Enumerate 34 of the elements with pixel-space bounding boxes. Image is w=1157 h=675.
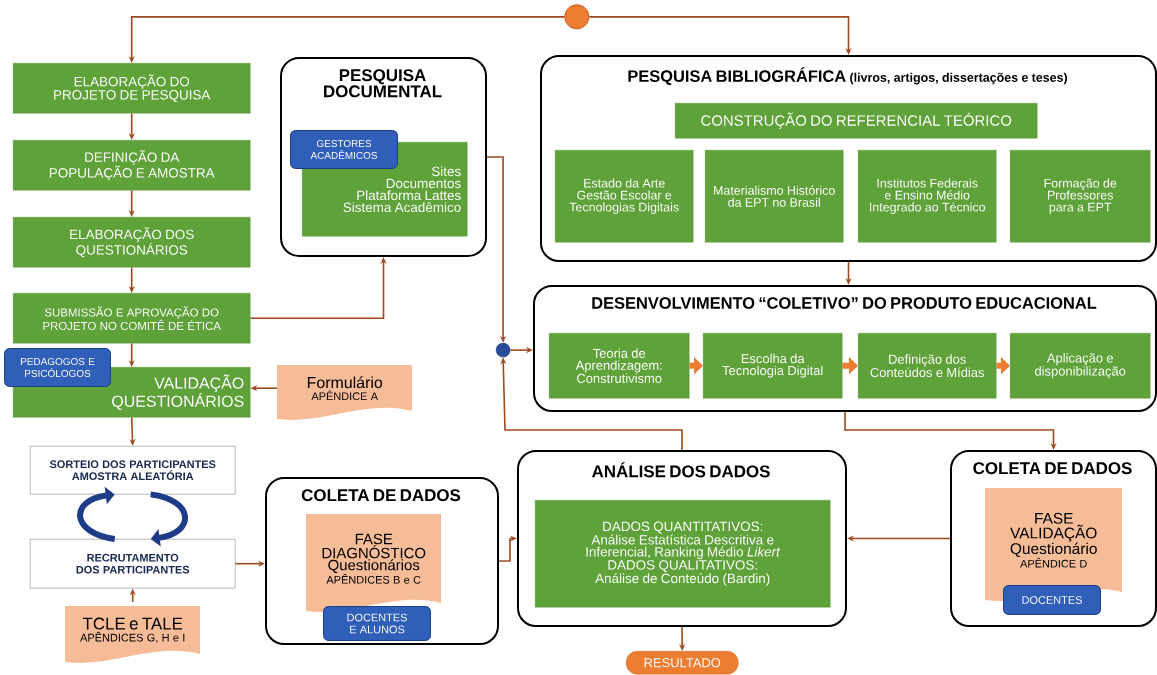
panel-heading: COLETA DE DADOS [301, 489, 461, 502]
panel-heading: DESENVOLVIMENTO “COLETIVO” DO PRODUTO EDUCACIONAL [592, 297, 1097, 309]
panel-heading: PESQUISA DOCUMENTAL [324, 69, 442, 98]
process-box: DEFINIÇÃO DA POPULAÇÃO E AMOSTRA [13, 140, 251, 191]
arrow [679, 626, 686, 651]
process-box: Definição dos Conteúdos e Mídias [858, 333, 997, 399]
panel-heading: PESQUISA BIBLIOGRÁFICA (livros, artigos, dissertações e teses) [628, 67, 1068, 85]
process-box: Teoria de Aprendizagem: Construtivismo [549, 333, 690, 399]
process-box: DADOS QUANTITATIVOS: Análise Estatística Descritiva e Inferencial, Ranking Médio Likert DADOS QUALITATIVOS: Análise de Conteúdo (Bardin) [535, 500, 831, 608]
tag-badge: GESTORES ACADÊMICOS [290, 130, 398, 169]
start-circle [564, 4, 590, 30]
panel-heading: COLETA DE DADOS [973, 462, 1132, 475]
process-box: SORTEIO DOS PARTICIPANTES AMOSTRA ALEATÓRIA [30, 446, 236, 495]
block-arrow [77, 486, 116, 542]
process-box: Escolha da Tecnologia Digital [703, 333, 843, 399]
tag-badge: PEDAGOGOS E PSICÓLOGOS [4, 348, 111, 387]
arrow [844, 411, 1057, 450]
arrow [588, 16, 852, 55]
process-box: Aplicação e disponibilização [1010, 333, 1151, 399]
arrow [498, 535, 517, 562]
process-box: RECRUTAMENTO DOS PARTICIPANTES [30, 539, 236, 589]
process-box: Estado da Arte Gestão Escolar e Tecnologias Digitais [555, 150, 694, 243]
result-terminal: RESULTADO [626, 651, 739, 675]
junction-dot [495, 342, 511, 358]
process-box: CONSTRUÇÃO DO REFERENCIAL TEÓRICO [675, 103, 1038, 139]
tag-badge: DOCENTES E ALUNOS [323, 606, 431, 641]
process-box: Formação de Professores para a EPT [1010, 150, 1151, 243]
process-box: ELABORAÇÃO DO PROJETO DE PESQUISA [13, 63, 251, 114]
tag-badge: DOCENTES [1003, 585, 1101, 615]
process-box: ELABORAÇÃO DOS QUESTIONÁRIOS [13, 217, 251, 268]
process-box: Materialismo Histórico da EPT no Brasil [705, 150, 844, 243]
process-box: Institutos Federais e Ensino Médio Integrado ao Técnico [858, 150, 997, 243]
panel-heading: ANÁLISE DOS DADOS [592, 462, 770, 478]
process-box: SUBMISSÃO E APROVAÇÃO DO PROJETO NO COMITÊ DE ÉTICA [13, 293, 251, 344]
